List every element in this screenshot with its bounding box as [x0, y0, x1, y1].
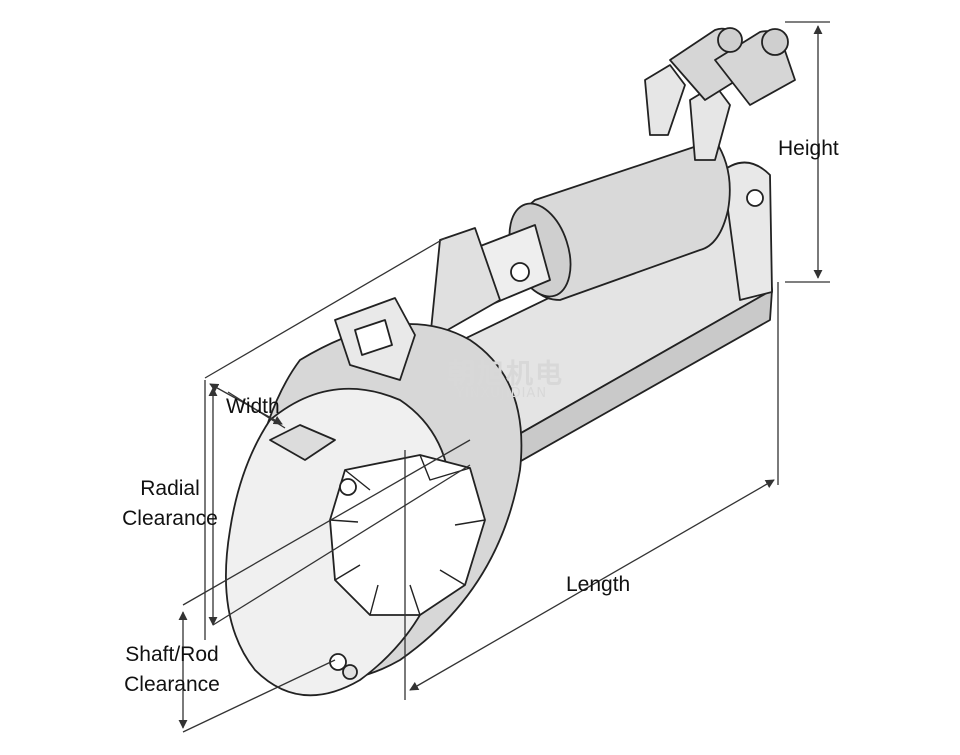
blade-carrier — [429, 227, 501, 341]
length-label: Length — [566, 573, 631, 596]
width-label: Width — [226, 395, 280, 418]
hose-couplers — [644, 27, 796, 161]
clevis-pin — [510, 262, 530, 282]
watermark-cn: 朝旭机电 — [448, 359, 564, 390]
shaft-rod-clearance-line2: Clearance — [124, 673, 220, 696]
height-label: Height — [778, 137, 839, 160]
shaft-extension-top — [182, 439, 471, 606]
length-dimension-line — [409, 479, 775, 691]
radial-clearance-label: Radial Clearance — [108, 474, 232, 534]
shaft-rod-clearance-label: Shaft/Rod Clearance — [104, 640, 240, 700]
width-dimension-line — [209, 383, 283, 425]
hinge-pin — [746, 189, 764, 207]
radial-extension-diag — [212, 464, 471, 626]
shaft-extension-bottom — [182, 659, 336, 733]
side-bolt — [339, 478, 357, 496]
jaw-notch — [354, 319, 393, 356]
dimension-lines — [178, 21, 830, 733]
radial-clearance-line1: Radial — [140, 477, 200, 500]
width-extension-top — [204, 237, 446, 379]
shaft-rod-clearance-line1: Shaft/Rod — [125, 643, 219, 666]
ring-split-gap — [269, 424, 336, 461]
bottom-bolt-2 — [342, 664, 358, 680]
radial-clearance-line2: Clearance — [122, 507, 218, 530]
watermark-en: YINXUJIDIAN — [456, 386, 548, 401]
